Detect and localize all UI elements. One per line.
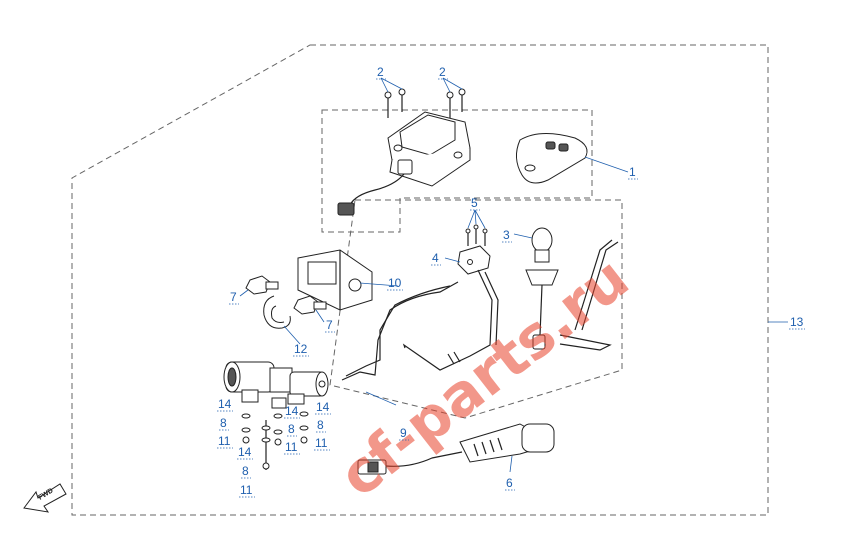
callout-3[interactable]: 3 bbox=[502, 228, 512, 243]
callout-11-a[interactable]: 11 bbox=[217, 434, 233, 449]
wiring-harness[interactable] bbox=[341, 239, 619, 381]
bracket-bolts[interactable] bbox=[465, 224, 488, 246]
svg-text:2: 2 bbox=[377, 65, 384, 79]
winch-hook[interactable] bbox=[263, 295, 291, 329]
svg-text:9: 9 bbox=[400, 426, 407, 440]
callout-14-b[interactable]: 14 bbox=[284, 404, 300, 419]
callout-10[interactable]: 10 bbox=[387, 276, 403, 291]
callout-2-right[interactable]: 2 bbox=[438, 65, 448, 80]
washer-nut-stack-right[interactable] bbox=[273, 413, 283, 446]
svg-text:14: 14 bbox=[285, 404, 299, 418]
assembly-frame bbox=[71, 44, 769, 516]
winch-relay[interactable] bbox=[525, 227, 559, 350]
control-box-frame bbox=[321, 109, 593, 233]
svg-text:11: 11 bbox=[285, 440, 298, 454]
callout-11-d[interactable]: 11 bbox=[239, 483, 255, 498]
callout-8-d[interactable]: 8 bbox=[241, 464, 251, 479]
svg-text:7: 7 bbox=[326, 318, 333, 332]
svg-text:3: 3 bbox=[503, 228, 510, 242]
svg-text:7: 7 bbox=[230, 290, 237, 304]
svg-text:8: 8 bbox=[242, 464, 249, 478]
callout-14-d[interactable]: 14 bbox=[237, 445, 253, 460]
winch-control-box[interactable] bbox=[337, 111, 471, 216]
callout-11-b[interactable]: 11 bbox=[284, 440, 300, 455]
hex-bolt-lower[interactable] bbox=[293, 295, 327, 315]
svg-text:8: 8 bbox=[220, 416, 227, 430]
washer-nut-stack-left[interactable] bbox=[241, 413, 251, 444]
washer-nut-stack-center[interactable] bbox=[261, 420, 271, 470]
forward-direction-arrow: FWD bbox=[23, 483, 67, 513]
callout-6[interactable]: 6 bbox=[505, 476, 515, 491]
callout-9[interactable]: 9 bbox=[399, 426, 409, 441]
svg-text:2: 2 bbox=[439, 65, 446, 79]
callout-1[interactable]: 1 bbox=[628, 165, 638, 180]
wiring-frame bbox=[329, 199, 623, 419]
svg-text:11: 11 bbox=[240, 483, 253, 497]
callout-14-a[interactable]: 14 bbox=[217, 397, 233, 412]
svg-text:12: 12 bbox=[294, 342, 308, 356]
callout-8-c[interactable]: 8 bbox=[316, 418, 326, 433]
washer-nut-stack-far[interactable] bbox=[299, 411, 309, 444]
handheld-remote-cord[interactable] bbox=[357, 423, 555, 475]
callout-2-left[interactable]: 2 bbox=[376, 65, 386, 80]
hex-bolt-upper[interactable] bbox=[245, 275, 279, 295]
callout-13[interactable]: 13 bbox=[789, 315, 805, 330]
svg-text:11: 11 bbox=[315, 436, 328, 450]
callout-7-lower[interactable]: 7 bbox=[325, 318, 335, 333]
wireless-remote[interactable] bbox=[516, 133, 588, 184]
winch-motor[interactable] bbox=[223, 361, 329, 409]
svg-text:8: 8 bbox=[317, 418, 324, 432]
callout-14-c[interactable]: 14 bbox=[315, 400, 331, 415]
callout-5[interactable]: 5 bbox=[470, 196, 480, 211]
svg-text:11: 11 bbox=[218, 434, 231, 448]
svg-text:10: 10 bbox=[388, 276, 402, 290]
callout-7-upper[interactable]: 7 bbox=[229, 290, 239, 305]
svg-text:6: 6 bbox=[506, 476, 513, 490]
svg-text:14: 14 bbox=[238, 445, 252, 459]
svg-text:14: 14 bbox=[316, 400, 330, 414]
callout-4[interactable]: 4 bbox=[431, 251, 441, 266]
svg-text:5: 5 bbox=[471, 196, 478, 210]
callout-8-a[interactable]: 8 bbox=[219, 416, 229, 431]
screw-right-pair[interactable] bbox=[446, 88, 466, 118]
callout-11-c[interactable]: 11 bbox=[314, 436, 330, 451]
callout-12[interactable]: 12 bbox=[293, 342, 309, 357]
screw-left-pair[interactable] bbox=[384, 88, 406, 118]
svg-text:1: 1 bbox=[629, 165, 636, 179]
callout-8-b[interactable]: 8 bbox=[287, 422, 297, 437]
svg-text:13: 13 bbox=[790, 315, 804, 329]
relay-bracket[interactable] bbox=[457, 245, 491, 275]
svg-text:14: 14 bbox=[218, 397, 232, 411]
svg-text:8: 8 bbox=[288, 422, 295, 436]
svg-text:4: 4 bbox=[432, 251, 439, 265]
fairlead-mount[interactable] bbox=[297, 249, 373, 311]
